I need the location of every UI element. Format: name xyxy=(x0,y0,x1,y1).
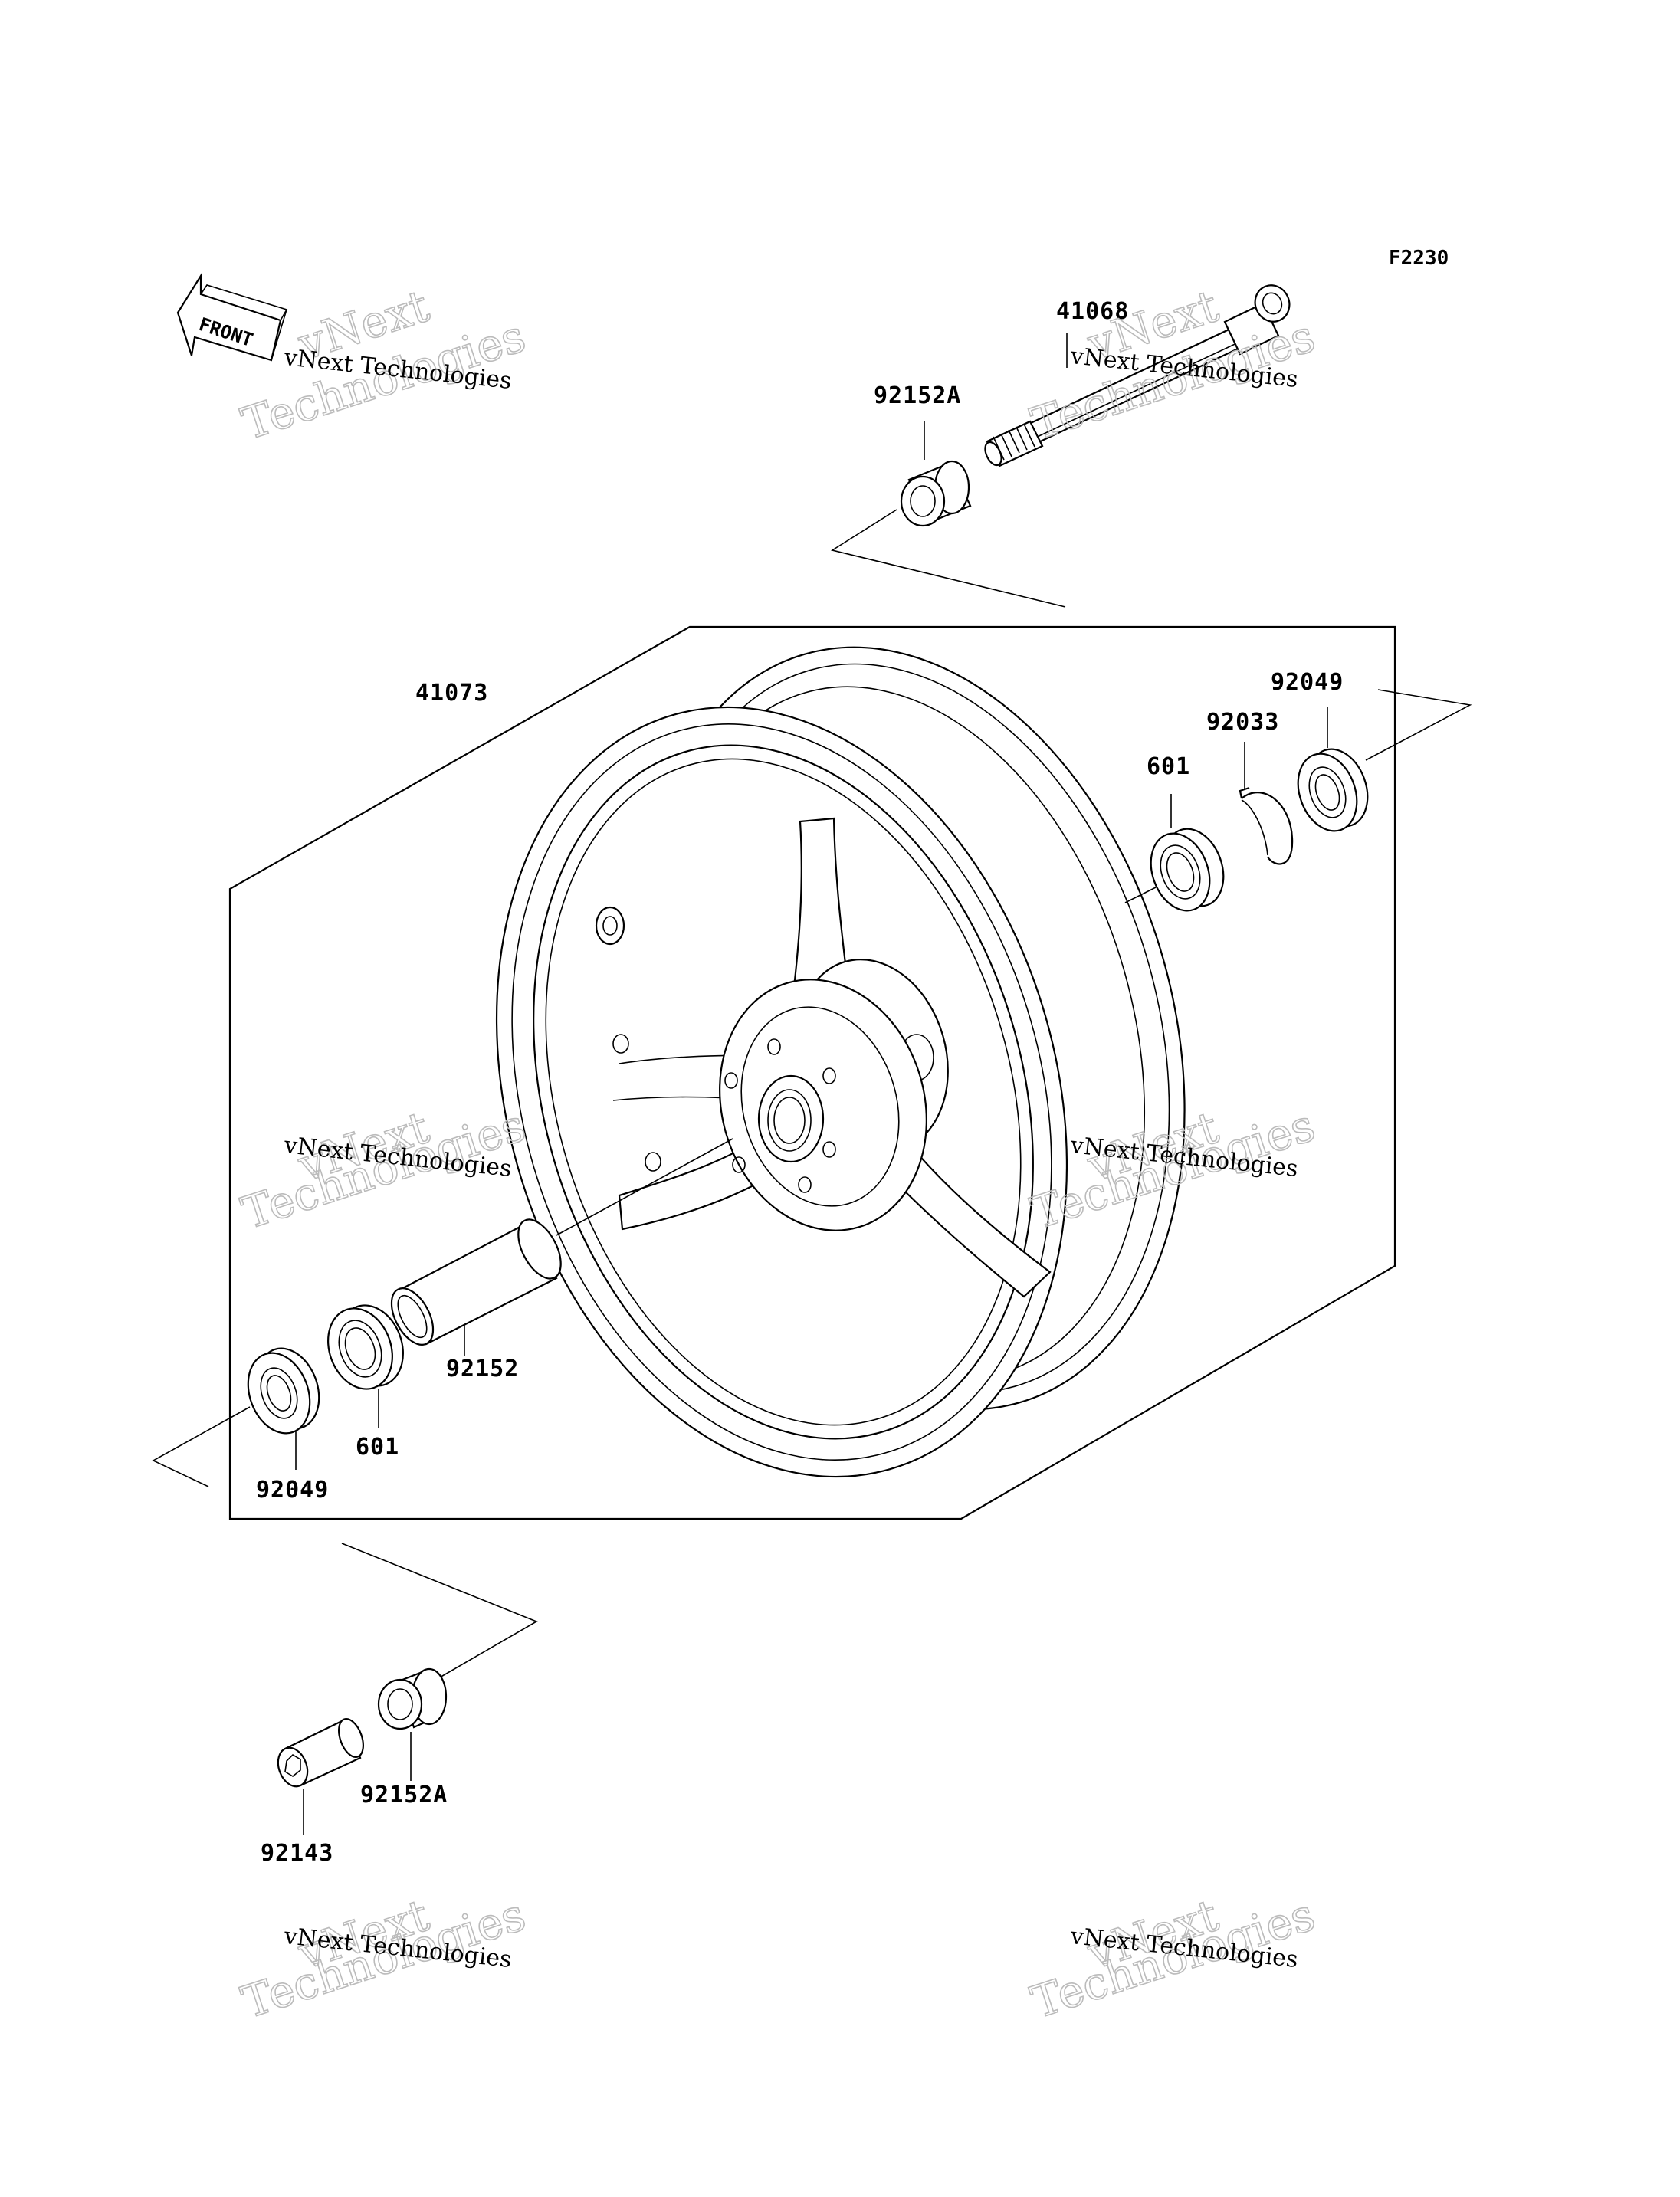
part-label-seal-left: 92049 xyxy=(256,1477,329,1503)
leader-bottom xyxy=(341,1543,538,1679)
part-label-collar-top: 92152A xyxy=(874,382,961,409)
collar-bottom-drawing xyxy=(377,1667,448,1781)
wheel-assembly-frame xyxy=(228,625,1396,1520)
collar-top-drawing xyxy=(900,421,972,527)
watermark-top-left: vNext Technologies vNext Technologies xyxy=(235,279,533,451)
leader-right xyxy=(1124,887,1157,903)
part-label-collar-bottom: 92152A xyxy=(360,1782,448,1808)
bearing-left-drawing xyxy=(327,1304,404,1428)
part-label-bolt: 92143 xyxy=(261,1840,333,1867)
front-arrow-icon: FRONT xyxy=(176,273,288,362)
watermark-bottom-left: vNext Technologies vNext Technologies xyxy=(235,1887,533,2029)
sleeve-drawing xyxy=(390,1218,562,1346)
wheel-drawing xyxy=(425,646,1186,1478)
part-label-wheel: 41073 xyxy=(415,680,488,707)
leader-top-collar xyxy=(830,509,1066,608)
part-label-bearing-left: 601 xyxy=(356,1434,399,1461)
watermark-mid-left: vNext Technologies vNext Technologies xyxy=(235,1098,533,1240)
leader-left-outer xyxy=(152,1406,251,1487)
part-label-seal-right: 92049 xyxy=(1271,669,1344,696)
part-label-sleeve: 92152 xyxy=(446,1356,519,1382)
watermark-mid-right: vNext Technologies vNext Technologies xyxy=(1025,1098,1322,1240)
leader-right-outer xyxy=(1365,689,1472,761)
seal-left-drawing xyxy=(247,1347,320,1470)
part-label-axle: 41068 xyxy=(1056,298,1129,325)
axle-drawing xyxy=(984,284,1291,467)
watermark-bottom-right: vNext Technologies vNext Technologies xyxy=(1025,1887,1322,2029)
seal-right-drawing xyxy=(1297,707,1369,832)
part-label-circlip: 92033 xyxy=(1206,709,1279,736)
figure-code: F2230 xyxy=(1389,247,1449,270)
circlip-drawing xyxy=(1239,742,1294,865)
bearing-right-drawing xyxy=(1150,794,1225,912)
bolt-drawing xyxy=(277,1718,364,1835)
part-label-bearing-right: 601 xyxy=(1147,753,1190,780)
